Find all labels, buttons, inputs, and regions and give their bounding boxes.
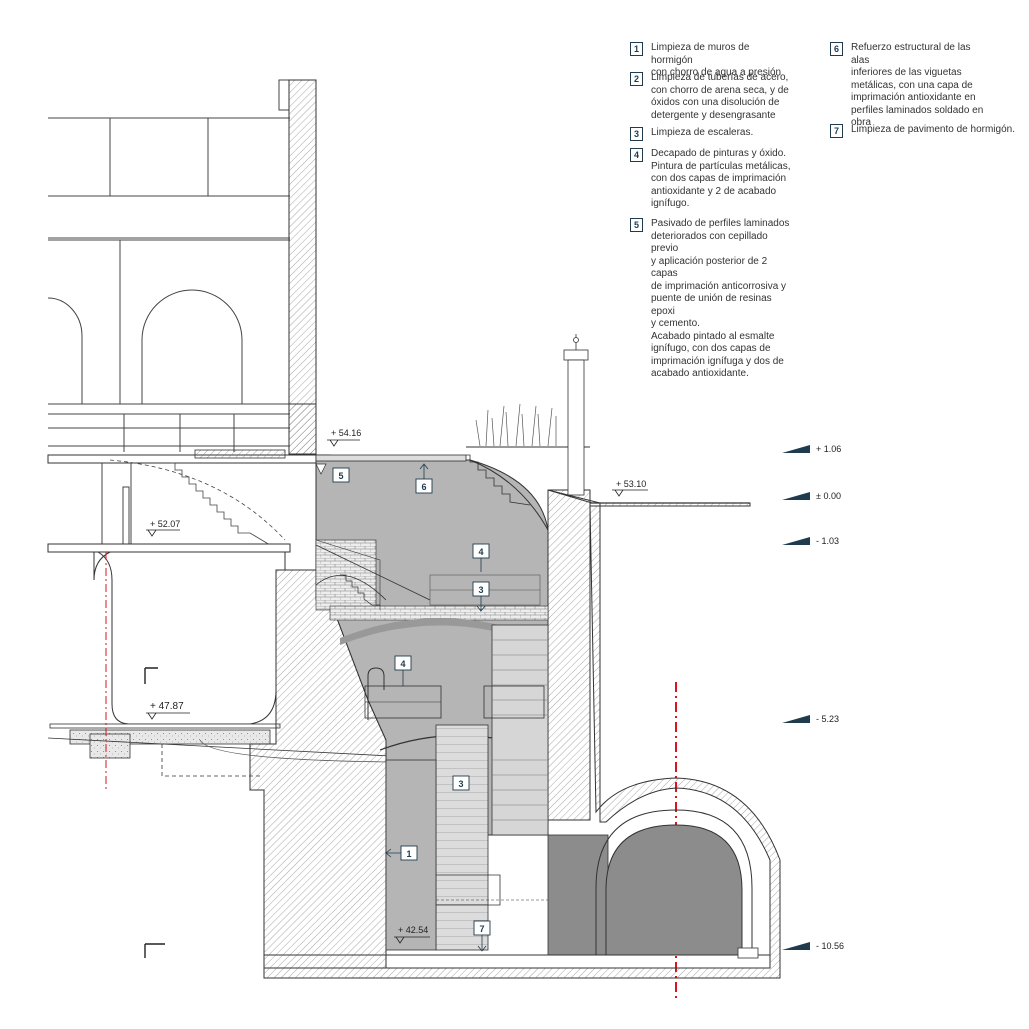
legend-item: 7 Limpieza de pavimento de hormigón. [830, 124, 1029, 138]
elevation-markers [146, 439, 648, 944]
plants [475, 403, 557, 447]
tag-label: 5 [338, 471, 343, 481]
legend-text: Limpieza de escaleras. [651, 127, 754, 138]
level-label: - 10.56 [816, 941, 844, 951]
ground-mass [263, 489, 781, 979]
legend-item: 5 Pasivado de perfiles laminados deterio… [630, 218, 791, 381]
legend-text: Limpieza de pavimento de hormigón. [851, 124, 1015, 135]
tunnel [605, 824, 743, 956]
level-markers: + 1.06 ± 0.00 - 1.03 - 5.23 - 10.56 [782, 444, 844, 951]
legend-text: Limpieza de muros de hormigón con chorro… [651, 42, 782, 78]
tag-label: 3 [478, 585, 483, 595]
drawing-tags: 5 6 4 3 4 3 1 7 [315, 463, 491, 952]
tag-label: 3 [458, 779, 463, 789]
legend-item: 6 Refuerzo estructural de las alas infer… [830, 42, 991, 130]
tag-label: 4 [400, 659, 405, 669]
upper-building [47, 79, 290, 452]
elevation-label: + 47.87 [150, 701, 184, 712]
level-label: + 1.06 [816, 444, 841, 454]
legend-item: 1 Limpieza de muros de hormigón con chor… [630, 42, 791, 80]
legend-text: Decapado de pinturas y óxido. Pintura de… [651, 148, 791, 209]
elevation-label: + 53.10 [616, 479, 646, 489]
legend-number: 1 [630, 42, 643, 56]
legend-item: 3 Limpieza de escaleras. [630, 127, 791, 141]
elevation-label: + 42.54 [398, 925, 428, 935]
legend-number: 2 [630, 72, 643, 86]
tag-label: 6 [421, 482, 426, 492]
legend-item: 4 Decapado de pinturas y óxido. Pintura … [630, 148, 791, 211]
elevation-label: + 52.07 [150, 519, 180, 529]
legend-number: 3 [630, 127, 643, 141]
legend-number: 4 [630, 148, 643, 162]
elevation-label: + 54.16 [331, 428, 361, 438]
legend-number: 5 [630, 218, 643, 232]
level-label: - 1.03 [816, 536, 839, 546]
level-label: - 5.23 [816, 714, 839, 724]
central-stair [435, 724, 489, 951]
tag-label: 4 [478, 547, 483, 557]
legend-number: 7 [830, 124, 843, 138]
level-label: ± 0.00 [816, 491, 841, 501]
legend-text: Refuerzo estructural de las alas inferio… [851, 42, 984, 128]
legend-text: Limpieza de tuberías de acero, con chorr… [651, 72, 789, 121]
legend-text: Pasivado de perfiles laminados deteriora… [651, 218, 790, 379]
legend-number: 6 [830, 42, 843, 56]
lamp-post [563, 334, 589, 496]
tag-label: 7 [479, 924, 484, 934]
tag-label: 1 [406, 849, 411, 859]
legend-item: 2 Limpieza de tuberías de acero, con cho… [630, 72, 791, 122]
